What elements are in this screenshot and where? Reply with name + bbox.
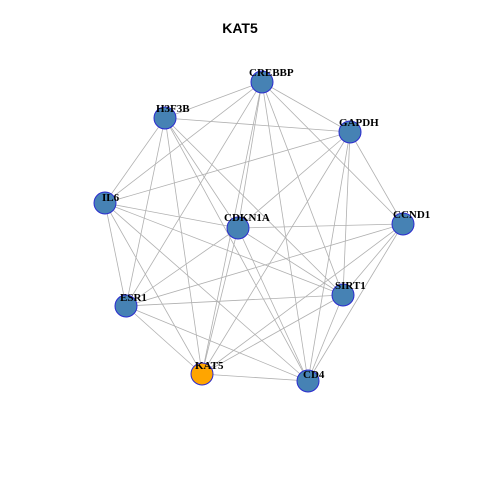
node-gapdh: GAPDH	[338, 117, 379, 144]
edge-gapdh-cdkn1a	[237, 131, 351, 229]
edge-gapdh-cd4	[307, 131, 351, 382]
edge-h3f3b-gapdh	[164, 117, 351, 133]
edge-gapdh-il6	[104, 131, 351, 204]
edge-sirt1-cd4	[307, 294, 344, 382]
edge-crebbp-il6	[104, 81, 263, 204]
node-circle	[338, 120, 362, 144]
node-label: ESR1	[120, 292, 147, 304]
edge-kat5-cd4	[201, 373, 309, 382]
node-kat5: KAT5	[190, 360, 224, 386]
node-h3f3b: H3F3B	[153, 103, 190, 130]
node-label: IL6	[102, 192, 120, 204]
node-label: CCND1	[393, 209, 430, 221]
edge-crebbp-h3f3b	[164, 81, 263, 119]
edge-h3f3b-sirt1	[164, 117, 344, 296]
node-label: CDKN1A	[224, 212, 270, 224]
edge-cdkn1a-ccnd1	[237, 223, 404, 229]
node-circle	[250, 70, 274, 94]
node-il6: IL6	[93, 191, 120, 215]
edge-crebbp-sirt1	[261, 81, 344, 296]
edge-gapdh-kat5	[201, 131, 351, 375]
edge-crebbp-cdkn1a	[237, 81, 263, 229]
node-label: SIRT1	[335, 280, 366, 292]
edge-crebbp-esr1	[125, 81, 263, 307]
node-circle	[391, 212, 415, 236]
node-label: CD4	[303, 369, 325, 381]
edge-il6-sirt1	[104, 202, 344, 296]
edge-h3f3b-esr1	[125, 117, 166, 307]
edge-ccnd1-kat5	[201, 223, 404, 375]
node-circle	[190, 362, 214, 386]
node-sirt1: SIRT1	[331, 280, 366, 307]
node-circle	[153, 106, 177, 130]
edge-sirt1-kat5	[201, 294, 344, 375]
edge-h3f3b-cdkn1a	[164, 117, 239, 229]
edge-crebbp-cd4	[261, 81, 309, 382]
node-cd4: CD4	[296, 369, 325, 393]
edge-ccnd1-esr1	[125, 223, 404, 307]
node-circle	[296, 369, 320, 393]
edge-esr1-kat5	[125, 305, 203, 375]
edge-gapdh-ccnd1	[349, 131, 404, 225]
node-crebbp: CREBBP	[249, 67, 294, 94]
node-circle	[226, 216, 250, 240]
node-label: H3F3B	[156, 103, 190, 115]
edge-cdkn1a-sirt1	[237, 227, 344, 296]
edge-h3f3b-cd4	[164, 117, 309, 382]
edge-h3f3b-il6	[104, 117, 166, 204]
edge-h3f3b-kat5	[164, 117, 203, 375]
edge-ccnd1-sirt1	[342, 223, 404, 296]
node-label: CREBBP	[249, 67, 294, 79]
diagram-title: KAT5	[222, 20, 258, 36]
edge-esr1-sirt1	[125, 294, 344, 307]
edge-il6-cd4	[104, 202, 309, 382]
edge-crebbp-gapdh	[261, 81, 351, 133]
node-label: KAT5	[195, 360, 224, 372]
edge-gapdh-sirt1	[342, 131, 351, 296]
edge-esr1-cd4	[125, 305, 309, 382]
edge-ccnd1-cd4	[307, 223, 404, 382]
edge-layer	[104, 81, 404, 382]
edge-crebbp-ccnd1	[261, 81, 404, 225]
edge-cdkn1a-esr1	[125, 227, 239, 307]
node-label: GAPDH	[339, 117, 379, 129]
edge-il6-kat5	[104, 202, 203, 375]
node-circle	[93, 191, 117, 215]
node-circle	[114, 294, 138, 318]
node-esr1: ESR1	[114, 292, 147, 318]
edge-il6-esr1	[104, 202, 127, 307]
edge-il6-cdkn1a	[104, 202, 239, 229]
edge-cdkn1a-cd4	[237, 227, 309, 382]
node-circle	[331, 283, 355, 307]
node-ccnd1: CCND1	[391, 209, 430, 236]
node-cdkn1a: CDKN1A	[224, 212, 270, 240]
